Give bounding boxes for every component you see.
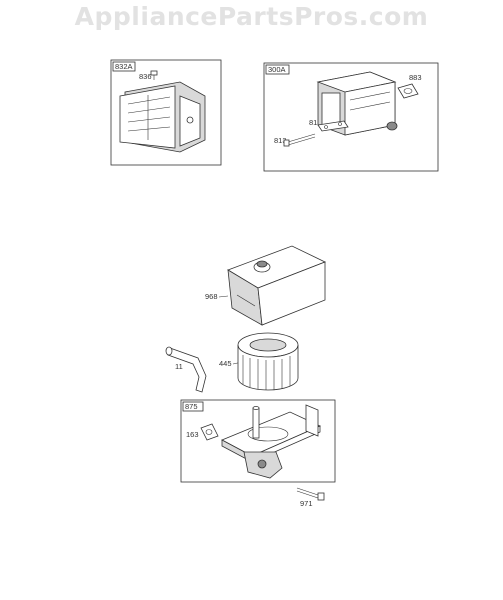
screw-836-icon — [150, 70, 158, 80]
part-label-11: 11 — [175, 362, 183, 371]
part-label-971: 971 — [300, 499, 313, 508]
group-832a: 832A 836 — [110, 59, 222, 166]
gasket-163[interactable] — [200, 423, 219, 441]
bolt-813[interactable] — [283, 133, 316, 147]
part-label-813: 813 — [274, 136, 287, 145]
part-label-968: 968 — [205, 292, 218, 301]
air-filter-445[interactable] — [237, 332, 299, 391]
part-label-81: 81 — [309, 118, 317, 127]
part-label-883: 883 — [409, 73, 422, 82]
group-300a-tag: 300A — [268, 65, 286, 74]
group-875-frame — [180, 399, 336, 483]
muffler-guard-832a[interactable] — [119, 81, 206, 153]
part-label-445: 445 — [219, 359, 232, 368]
group-300a-frame — [263, 62, 439, 172]
air-cleaner-cover-968[interactable] — [227, 245, 327, 326]
group-832a-frame — [110, 59, 222, 166]
muffler-300a[interactable] — [316, 71, 398, 136]
group-832a-tag: 832A — [115, 62, 133, 71]
group-832a-tag-box — [112, 61, 136, 72]
part-label-836: 836 — [139, 72, 152, 81]
assembly-air-cleaner: 968 445 11 — [165, 245, 336, 508]
lock-plate-81[interactable] — [317, 120, 349, 132]
group-875-tag-box — [182, 401, 204, 412]
breather-tube-11[interactable] — [165, 346, 207, 393]
group-300a: 300A 883 81 813 — [263, 62, 439, 172]
screw-971[interactable] — [296, 487, 325, 501]
group-875-tag: 875 — [185, 402, 198, 411]
group-300a-tag-box — [265, 64, 290, 75]
part-label-163: 163 — [186, 430, 199, 439]
base-plate-875[interactable] — [221, 404, 321, 479]
gasket-883[interactable] — [397, 83, 419, 99]
watermark-logo: AppliancePartsPros.com — [74, 2, 429, 31]
